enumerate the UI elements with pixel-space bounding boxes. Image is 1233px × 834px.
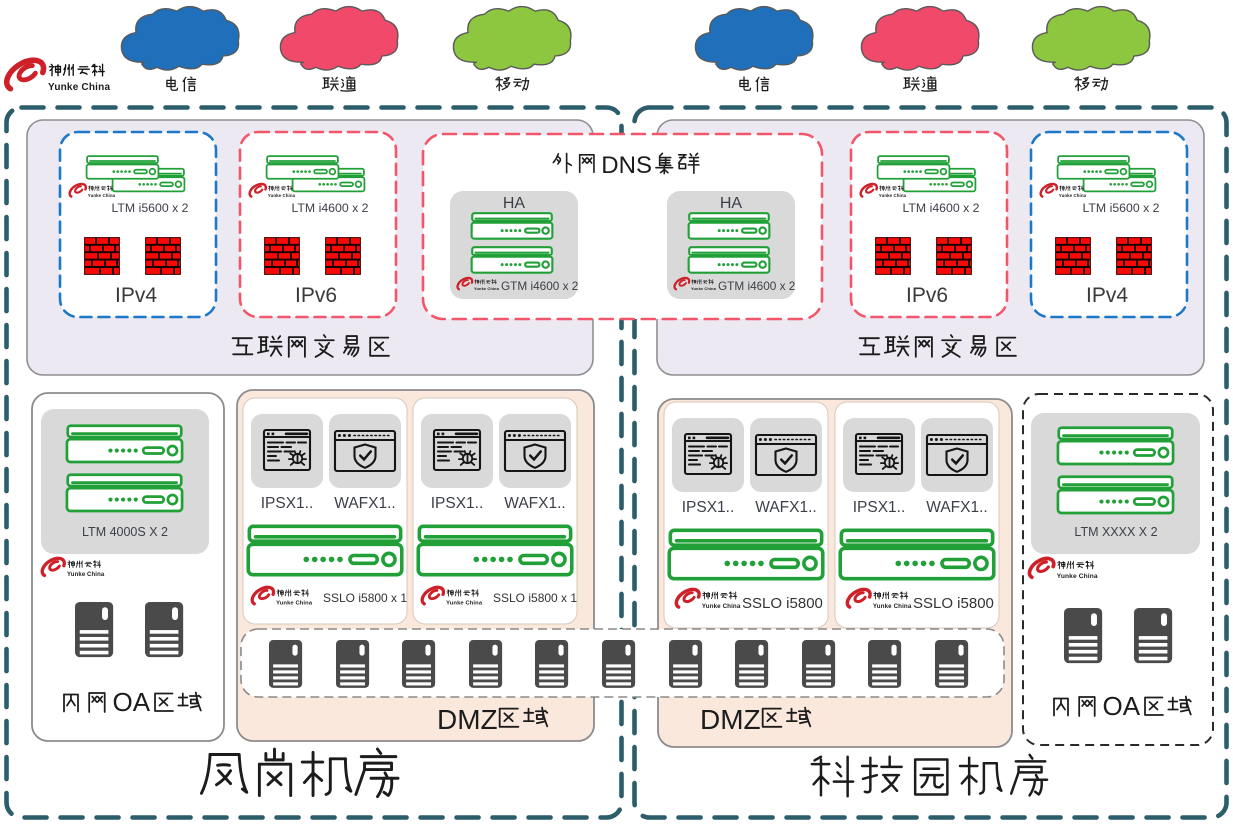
- svg-text:IPSX1..: IPSX1..: [853, 499, 906, 516]
- svg-text:IPv4: IPv4: [1086, 284, 1128, 307]
- svg-text:HA: HA: [720, 195, 743, 212]
- svg-text:SSLO i5800: SSLO i5800: [913, 595, 994, 612]
- svg-text:GTM i4600 x 2: GTM i4600 x 2: [718, 279, 795, 293]
- svg-text:LTM 4000S X 2: LTM 4000S X 2: [82, 525, 168, 539]
- svg-text:SSLO i5800 x 1: SSLO i5800 x 1: [323, 591, 407, 605]
- svg-text:WAFX1..: WAFX1..: [334, 495, 395, 512]
- svg-text:OA: OA: [113, 687, 151, 717]
- svg-text:LTM i4600 x 2: LTM i4600 x 2: [902, 201, 979, 215]
- svg-text:WAFX1..: WAFX1..: [926, 499, 987, 516]
- svg-text:IPv6: IPv6: [906, 284, 948, 307]
- svg-text:DMZ: DMZ: [437, 704, 498, 735]
- svg-text:IPv4: IPv4: [115, 284, 157, 307]
- svg-text:LTM i5600 x 2: LTM i5600 x 2: [1082, 201, 1159, 215]
- svg-text:WAFX1..: WAFX1..: [504, 495, 565, 512]
- svg-text:SSLO i5800 x 1: SSLO i5800 x 1: [493, 591, 577, 605]
- svg-text:LTM i4600 x 2: LTM i4600 x 2: [291, 201, 368, 215]
- svg-text:HA: HA: [503, 195, 526, 212]
- svg-text:IPSX1..: IPSX1..: [431, 495, 484, 512]
- svg-text:OA: OA: [1103, 691, 1141, 721]
- svg-text:WAFX1..: WAFX1..: [755, 499, 816, 516]
- svg-text:DNS: DNS: [601, 152, 652, 179]
- svg-text:IPv6: IPv6: [295, 284, 337, 307]
- svg-text:DMZ: DMZ: [700, 704, 761, 735]
- svg-text:IPSX1..: IPSX1..: [261, 495, 314, 512]
- svg-text:IPSX1..: IPSX1..: [682, 499, 735, 516]
- svg-text:GTM i4600 x 2: GTM i4600 x 2: [501, 279, 578, 293]
- svg-text:LTM XXXX X 2: LTM XXXX X 2: [1074, 525, 1157, 539]
- svg-text:SSLO i5800: SSLO i5800: [742, 595, 823, 612]
- svg-text:LTM i5600 x 2: LTM i5600 x 2: [111, 201, 188, 215]
